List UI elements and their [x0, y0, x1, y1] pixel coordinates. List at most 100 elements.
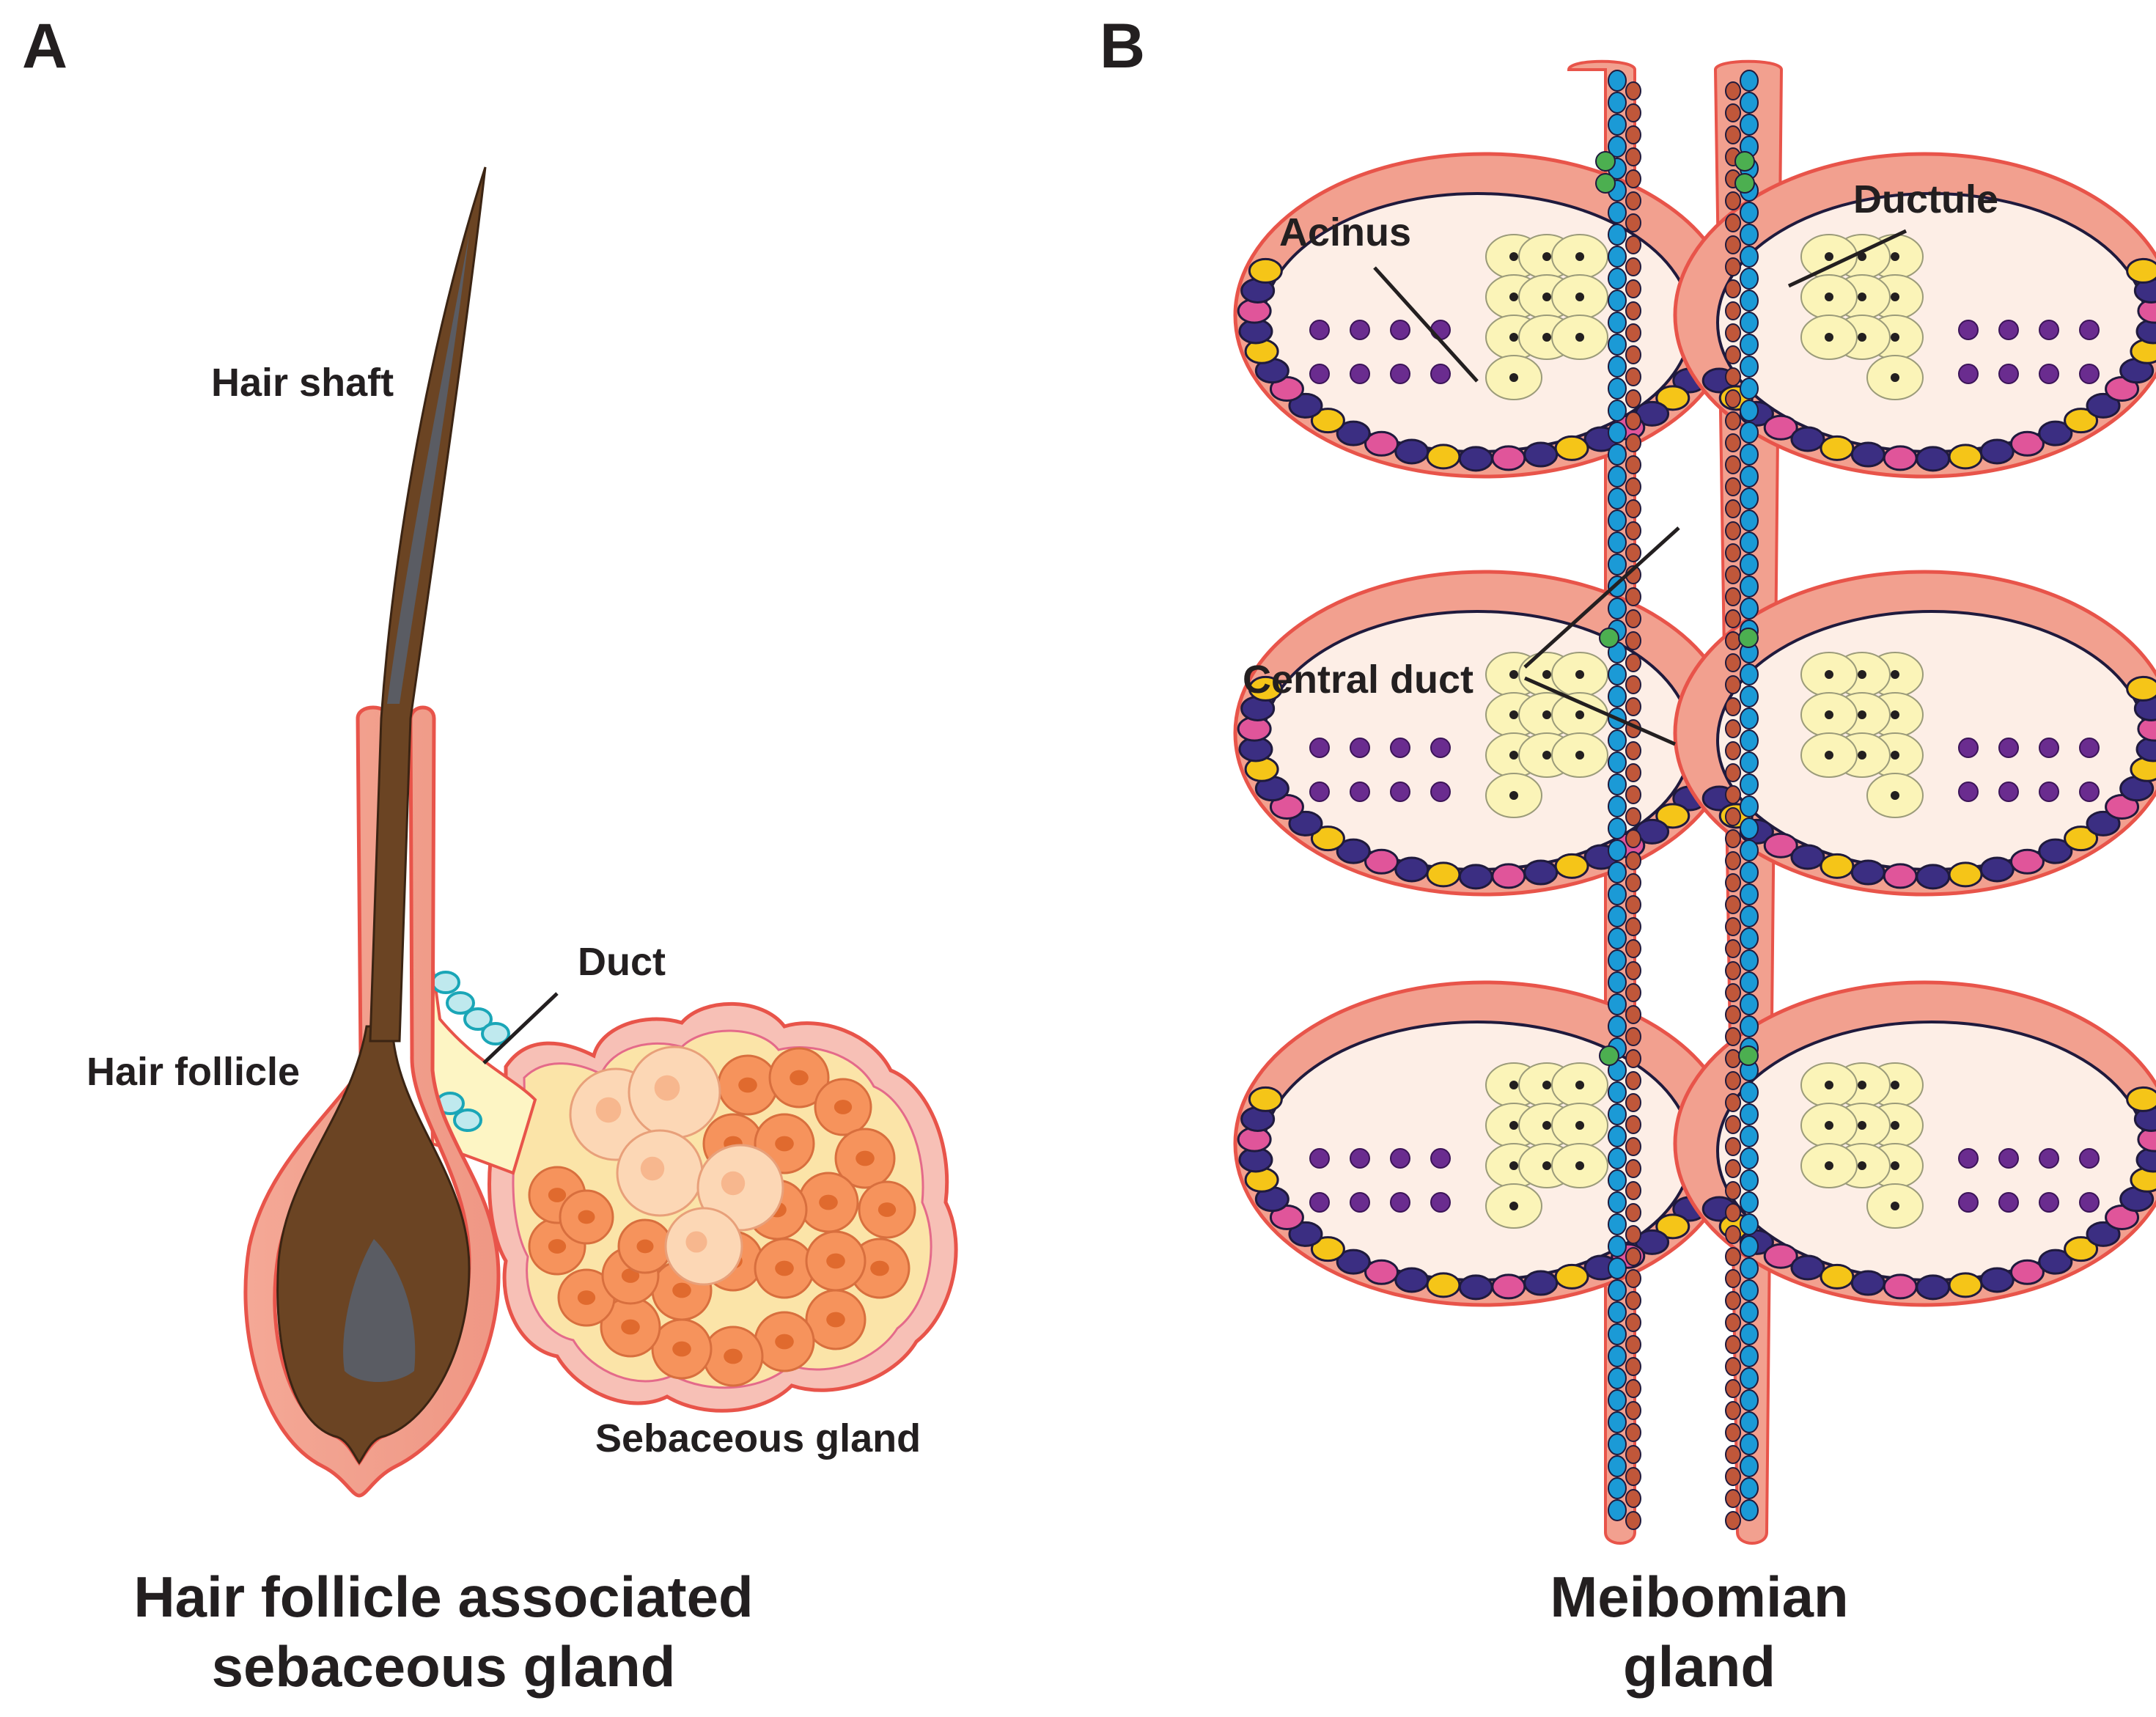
- sebocyte-vacuole: [595, 1097, 622, 1123]
- basal-cell: [1426, 1272, 1461, 1298]
- basal-cell: [1491, 445, 1526, 471]
- duct-cell-right: [1740, 400, 1759, 422]
- duct-cell-right: [1740, 1455, 1759, 1477]
- duct-cell-left: [1608, 839, 1627, 861]
- differentiating-cell: [2079, 364, 2100, 384]
- basal-cell: [1491, 1273, 1526, 1300]
- differentiating-cell: [2039, 320, 2059, 340]
- duct-cell-left-outer: [1625, 1225, 1641, 1244]
- duct-cell-left: [1608, 466, 1627, 488]
- duct-cell-right: [1740, 993, 1759, 1015]
- basal-cell: [1523, 441, 1559, 468]
- differentiating-cell: [1309, 1192, 1330, 1213]
- duct-cell-left: [1608, 751, 1627, 773]
- duct-cell-left-outer: [1625, 697, 1641, 716]
- duct-cell-left-outer: [1625, 323, 1641, 342]
- duct-cell-left: [1608, 114, 1627, 136]
- duct-cell-right: [1740, 1499, 1759, 1521]
- differentiating-cell: [1958, 320, 1979, 340]
- differentiating-cell: [2079, 1192, 2100, 1213]
- differentiating-cell: [1958, 782, 1979, 802]
- duct-cell-right-outer: [1725, 1313, 1741, 1332]
- duct-cell-left-outer: [1625, 1357, 1641, 1376]
- ductule-cell: [1738, 628, 1759, 648]
- duct-cell-left-outer: [1625, 521, 1641, 540]
- duct-cell-left: [1608, 1301, 1627, 1323]
- differentiating-cell: [2039, 782, 2059, 802]
- duct-cell-right: [1740, 334, 1759, 356]
- sebaceous-gland-label: Sebaceous gland: [595, 1416, 921, 1460]
- duct-cell-right-outer: [1725, 191, 1741, 210]
- duct-cell-right-outer: [1725, 345, 1741, 364]
- duct-cell-left: [1608, 246, 1627, 268]
- duct-cell-right-outer: [1725, 851, 1741, 870]
- differentiating-cell: [1309, 738, 1330, 758]
- duct-cell-right-outer: [1725, 741, 1741, 760]
- duct-cell-left: [1608, 949, 1627, 971]
- duct-cell-right-outer: [1725, 301, 1741, 320]
- duct-cell-left-outer: [1625, 785, 1641, 804]
- duct-cell-left: [1608, 1367, 1627, 1389]
- duct-cell-left: [1608, 1477, 1627, 1499]
- duct-cell-right: [1740, 70, 1759, 92]
- duct-cell-right: [1740, 1015, 1759, 1037]
- basal-cell: [2064, 408, 2099, 434]
- basal-cell: [1948, 861, 1983, 888]
- duct-cell-left: [1608, 290, 1627, 312]
- differentiating-cell: [2079, 738, 2100, 758]
- differentiating-cell: [2079, 320, 2100, 340]
- duct-cell-right-outer: [1725, 257, 1741, 276]
- duct-cell-right-outer: [1725, 1005, 1741, 1024]
- meibocyte-nucleus: [1509, 373, 1518, 382]
- panel-b-caption-line2: gland: [1623, 1634, 1776, 1699]
- basal-cell: [1310, 408, 1345, 434]
- duct-cell-right-outer: [1725, 1357, 1741, 1376]
- differentiating-cell: [2039, 364, 2059, 384]
- duct-cell-right-outer: [1725, 917, 1741, 936]
- duct-cell-right-outer: [1725, 983, 1741, 1002]
- meibocyte-nucleus: [1858, 1121, 1866, 1130]
- basal-cell: [1364, 430, 1399, 457]
- duct-cell-left-outer: [1625, 939, 1641, 958]
- meibocyte-nucleus: [1509, 670, 1518, 679]
- differentiating-cell: [1350, 782, 1370, 802]
- duct-cell-left: [1608, 400, 1627, 422]
- meibocyte-nucleus: [1858, 333, 1866, 342]
- basal-cell: [2038, 838, 2073, 864]
- basal-cell: [1763, 1243, 1798, 1269]
- meibocyte-nucleus: [1891, 1161, 1899, 1170]
- differentiating-cell: [2039, 1192, 2059, 1213]
- duct-cell-right-outer: [1725, 719, 1741, 738]
- duct-cell-right-outer: [1725, 1027, 1741, 1046]
- basal-cell: [1394, 856, 1430, 883]
- basal-cell: [1554, 853, 1589, 879]
- duct-cell-left-outer: [1625, 103, 1641, 122]
- duct-cell-left-outer: [1625, 1291, 1641, 1310]
- duct-cell-left: [1608, 1235, 1627, 1257]
- duct-cell-right: [1740, 927, 1759, 949]
- basal-cell: [1248, 1086, 1283, 1112]
- basal-cell: [1948, 444, 1983, 470]
- duct-cell-left-outer: [1625, 1423, 1641, 1442]
- basal-cell: [1883, 1273, 1918, 1300]
- basal-cell: [1288, 810, 1323, 837]
- duct-cell-left: [1608, 532, 1627, 554]
- duct-cell-right: [1740, 378, 1759, 400]
- basal-cell: [1364, 848, 1399, 875]
- duct-cell-left-outer: [1625, 675, 1641, 694]
- duct-cell-left: [1608, 268, 1627, 290]
- duct-cell-right-outer: [1725, 81, 1741, 100]
- ductule-cell: [1738, 1045, 1759, 1066]
- gland-cell-nucleus: [826, 1312, 845, 1328]
- duct-cell-left-outer: [1625, 983, 1641, 1002]
- duct-cell-right-outer: [1725, 785, 1741, 804]
- duct-cell-left-outer: [1625, 1445, 1641, 1464]
- duct-cell-right-outer: [1725, 1445, 1741, 1464]
- meibocyte-nucleus: [1509, 710, 1518, 719]
- duct-cell-right-outer: [1725, 1203, 1741, 1222]
- duct-cell-left: [1608, 378, 1627, 400]
- gland-cell-nucleus: [672, 1282, 691, 1298]
- differentiating-cell: [1998, 782, 2019, 802]
- duct-cell-right: [1740, 114, 1759, 136]
